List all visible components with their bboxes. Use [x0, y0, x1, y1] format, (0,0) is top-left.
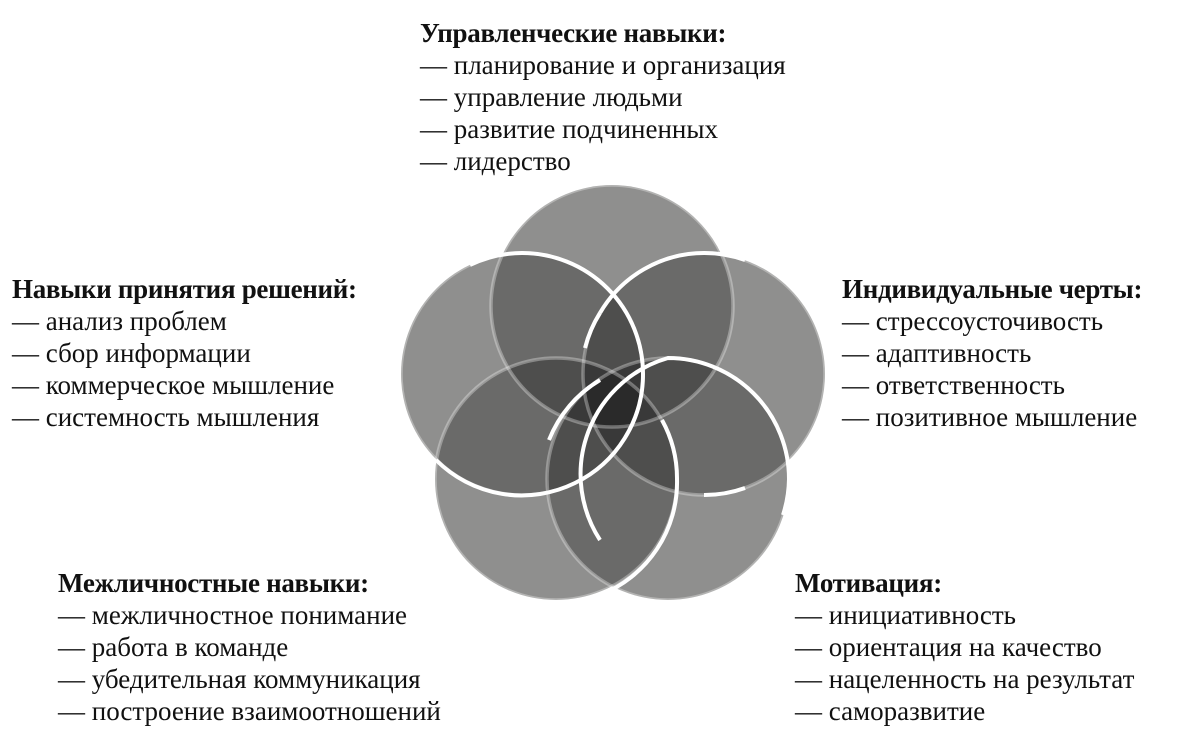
block-interpersonal-skills: Межличностные навыки: межличностное пони…: [58, 567, 441, 727]
list-item: сбор информации: [12, 337, 357, 369]
block-decision-skills: Навыки принятия решений: анализ проблем …: [12, 273, 357, 433]
list-item: ответственность: [842, 369, 1142, 401]
list-item: лидерство: [420, 145, 786, 177]
list-item: управление людьми: [420, 81, 786, 113]
list-item: планирование и организация: [420, 49, 786, 81]
white-arcs: [434, 250, 792, 597]
list-item: коммерческое мышление: [12, 369, 357, 401]
list-item: позитивное мышление: [842, 401, 1142, 433]
list-item: стрессоусточивость: [842, 305, 1142, 337]
list-item: убедительная коммуникация: [58, 663, 441, 695]
list-item: межличностное понимание: [58, 599, 441, 631]
list-item: системность мышления: [12, 401, 357, 433]
list-item: инициативность: [795, 599, 1134, 631]
block-title: Межличностные навыки:: [58, 568, 369, 598]
block-title: Мотивация:: [795, 568, 942, 598]
list-item: построение взаимоотношений: [58, 695, 441, 727]
block-management-skills: Управленческие навыки: планирование и ор…: [420, 17, 786, 177]
block-title: Индивидуальные черты:: [842, 274, 1143, 304]
list-item: развитие подчиненных: [420, 113, 786, 145]
block-individual-traits: Индивидуальные черты: стрессоусточивость…: [842, 273, 1142, 433]
list-item: саморазвитие: [795, 695, 1134, 727]
block-title: Навыки принятия решений:: [12, 274, 357, 304]
list-item: ориентация на качество: [795, 631, 1134, 663]
list-item: анализ проблем: [12, 305, 357, 337]
list-item: адаптивность: [842, 337, 1142, 369]
block-title: Управленческие навыки:: [420, 18, 727, 48]
block-motivation: Мотивация: инициативность ориентация на …: [795, 567, 1134, 727]
list-item: работа в команде: [58, 631, 441, 663]
list-item: нацеленность на результат: [795, 663, 1135, 695]
